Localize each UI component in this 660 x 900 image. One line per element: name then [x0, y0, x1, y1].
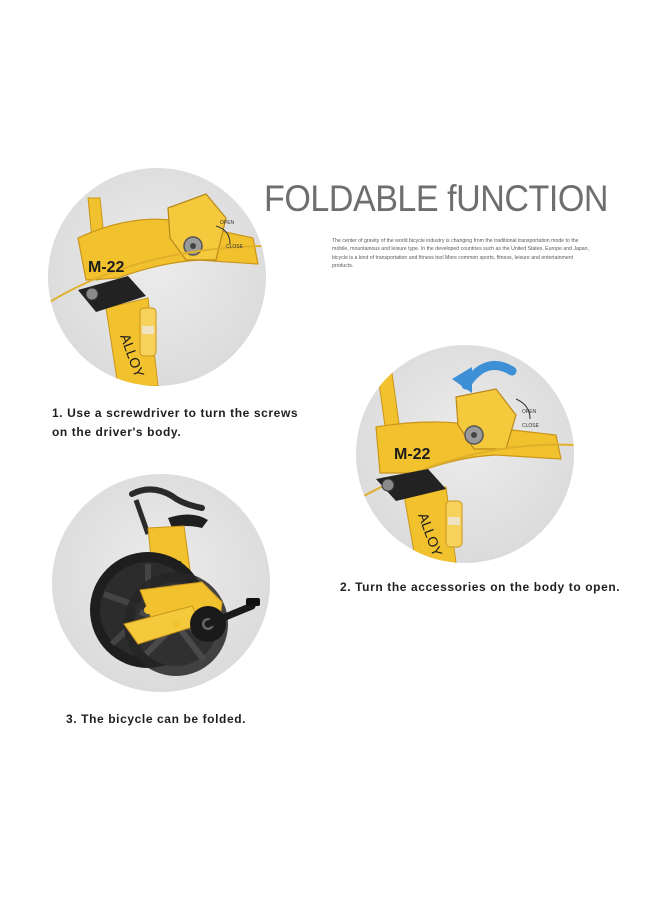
step-3-caption: 3. The bicycle can be folded.: [66, 710, 326, 729]
page-description: The center of gravity of the world bicyc…: [332, 238, 589, 270]
close-label: CLOSE: [522, 423, 540, 429]
model-label: M-22: [88, 259, 125, 276]
close-label: CLOSE: [226, 244, 244, 250]
model-label: M-22: [394, 446, 431, 463]
folded-bicycle-illustration: 22: [90, 486, 260, 676]
step-1-caption: 1. Use a screwdriver to turn the screws …: [52, 404, 312, 442]
hinge-open-photo: OPEN CLOSE M-22 ALLOY: [356, 345, 574, 563]
step-3-caption-line-1: 3. The bicycle can be folded.: [66, 712, 247, 726]
hinge-screw-illustration: OPEN CLOSE M-22 ALLOY: [48, 193, 266, 386]
page-title: FOLDABLE fUNCTION: [264, 178, 608, 219]
open-direction-arrow-icon: [452, 367, 472, 393]
folded-bicycle-photo: 22: [52, 474, 270, 692]
step-1-caption-line-1: 1. Use a screwdriver to turn the screws: [52, 406, 299, 420]
hinge-open-illustration: OPEN CLOSE M-22 ALLOY: [356, 360, 574, 563]
open-label: OPEN: [220, 220, 235, 226]
step-1-caption-line-2: on the driver's body.: [52, 425, 182, 439]
open-label: OPEN: [522, 409, 537, 415]
step-2-caption-line-1: 2. Turn the accessories on the body to o…: [340, 580, 621, 594]
step-2-caption: 2. Turn the accessories on the body to o…: [340, 578, 630, 597]
hinge-screw-photo: OPEN CLOSE M-22 ALLOY: [48, 168, 266, 386]
